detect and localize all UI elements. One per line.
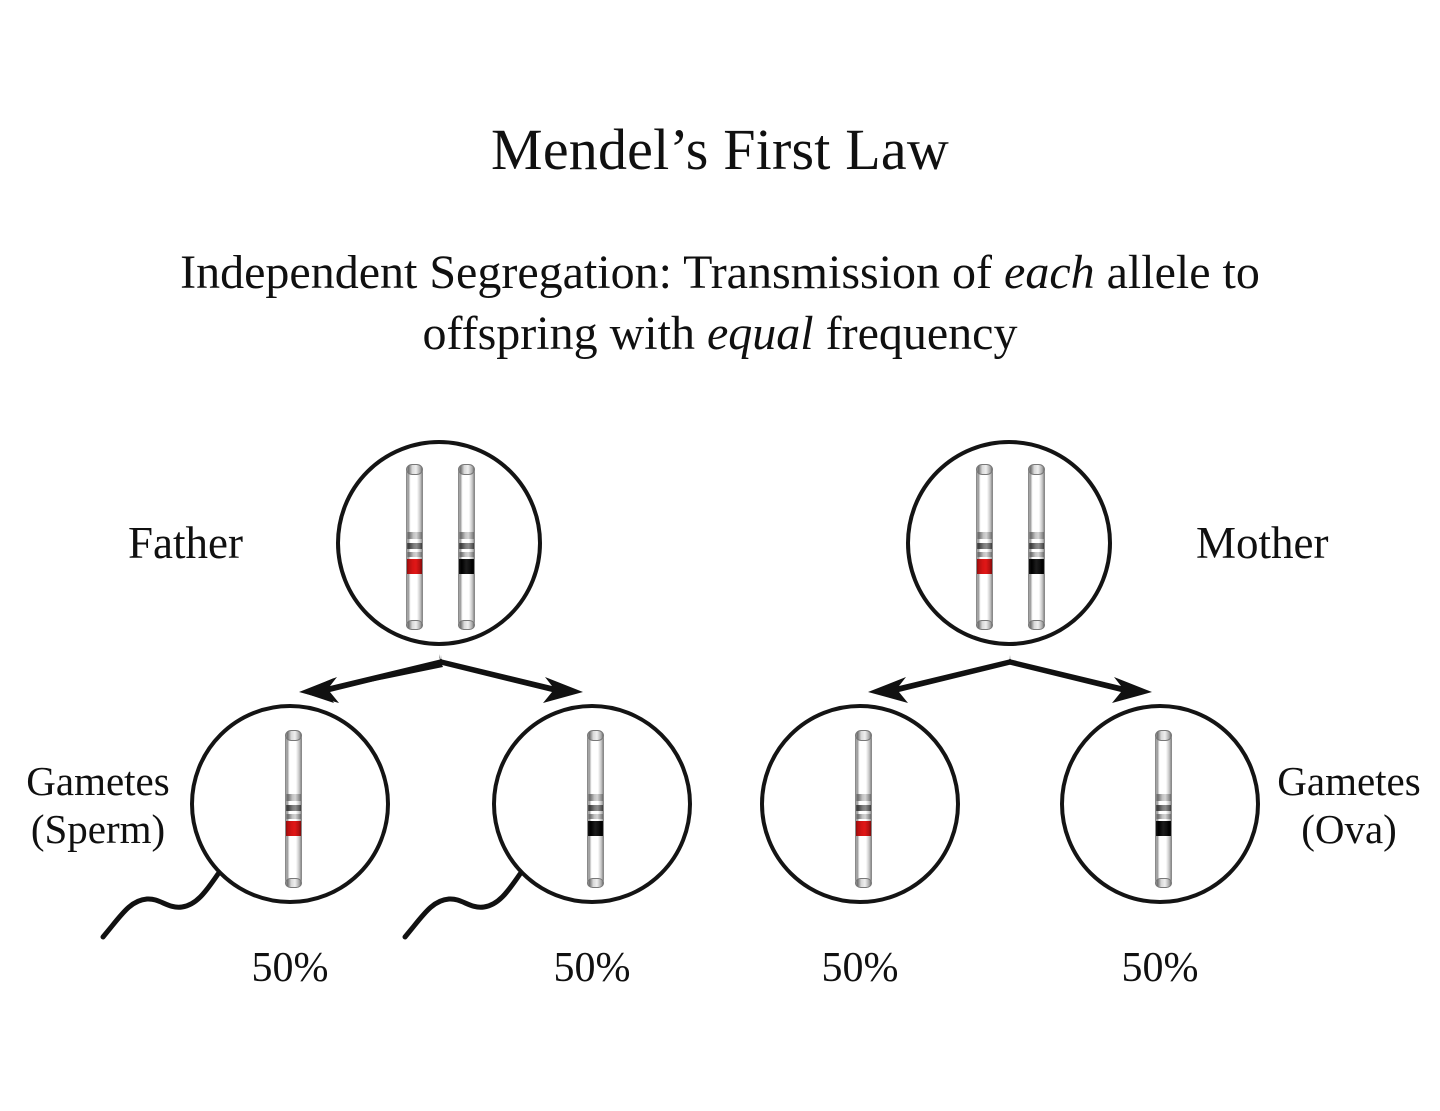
chromosome-band-grey	[977, 552, 992, 557]
allele-band-black	[1029, 559, 1044, 574]
percent-mother-gamete-right: 50%	[1121, 945, 1199, 991]
ova-gamete-red-circle	[760, 704, 960, 904]
telomere-cap-top-icon	[855, 730, 872, 741]
telomere-cap-bottom-icon	[285, 878, 302, 888]
chromosome-band-grey	[1156, 814, 1171, 819]
mother-cell-circle	[906, 440, 1112, 646]
father-chromosome-red-allele	[406, 464, 423, 630]
telomere-cap-top-icon	[587, 730, 604, 741]
chromosome-band-grey	[1029, 532, 1044, 539]
telomere-cap-top-icon	[1155, 730, 1172, 741]
chromosome-band-grey	[588, 814, 603, 819]
mother-chromosome-red-allele	[976, 464, 993, 630]
chromosome-band-grey	[856, 814, 871, 819]
telomere-cap-top-icon	[458, 464, 475, 475]
chromosome-band-grey	[1156, 794, 1171, 801]
arrow-mother-right-group	[1007, 655, 1152, 703]
sperm-tail-icon	[100, 871, 221, 940]
chromosome-band-dark	[1156, 805, 1171, 811]
percent-father-gamete-right: 50%	[553, 945, 631, 991]
telomere-cap-top-icon	[976, 464, 993, 475]
gametes-sperm-label: Gametes (Sperm)	[8, 758, 188, 853]
subtitle-part-1: Independent Segregation: Transmission of	[180, 246, 1005, 299]
subtitle-emphasis-equal: equal	[706, 307, 814, 361]
allele-band-red	[286, 821, 301, 836]
chromosome-band-dark	[588, 805, 603, 811]
arrow-father-right-group	[438, 655, 583, 703]
subtitle-part-2: allele to offspring with	[422, 246, 1260, 361]
chromosome-band-grey	[1029, 552, 1044, 557]
subtitle: Independent Segregation: Transmission of…	[110, 242, 1330, 365]
telomere-cap-bottom-icon	[458, 620, 475, 630]
chromosome-band-grey	[459, 532, 474, 539]
page-title: Mendel’s First Law	[491, 117, 949, 182]
allele-band-red	[407, 559, 422, 574]
subtitle-part-3: frequency	[813, 307, 1018, 361]
gametes-sperm-line-1: Gametes	[26, 758, 170, 804]
chromosome-band-dark	[1029, 543, 1044, 549]
telomere-cap-bottom-icon	[1028, 620, 1045, 630]
chromosome-band-grey	[856, 794, 871, 801]
chromosome-band-grey	[977, 532, 992, 539]
percent-father-gamete-left: 50%	[251, 945, 329, 991]
chromosome-band-dark	[407, 543, 422, 549]
chromosome-band-dark	[977, 543, 992, 549]
sperm-chromosome-black-allele	[587, 730, 604, 888]
chromosome-band-grey	[286, 814, 301, 819]
allele-band-black	[588, 821, 603, 836]
arrow-father-to-left-gamete	[301, 654, 443, 703]
chromosome-band-grey	[407, 552, 422, 557]
father-cell-circle	[336, 440, 542, 646]
gametes-ova-label: Gametes (Ova)	[1258, 758, 1440, 853]
allele-band-black	[459, 559, 474, 574]
allele-band-black	[1156, 821, 1171, 836]
telomere-cap-top-icon	[285, 730, 302, 741]
mother-label: Mother	[1196, 518, 1329, 568]
chromosome-band-dark	[459, 543, 474, 549]
ova-chromosome-red-allele	[855, 730, 872, 888]
chromosome-band-grey	[286, 794, 301, 801]
father-label: Father	[128, 518, 243, 568]
telomere-cap-bottom-icon	[976, 620, 993, 630]
chromosome-band-grey	[407, 532, 422, 539]
allele-band-red	[856, 821, 871, 836]
telomere-cap-top-icon	[406, 464, 423, 475]
sperm-chromosome-red-allele	[285, 730, 302, 888]
telomere-cap-top-icon	[1028, 464, 1045, 475]
telomere-cap-bottom-icon	[406, 620, 423, 630]
telomere-cap-bottom-icon	[587, 878, 604, 888]
mother-chromosome-black-allele	[1028, 464, 1045, 630]
sperm-gamete-black-circle	[492, 704, 692, 904]
subtitle-emphasis-each: each	[1004, 246, 1095, 299]
father-chromosome-black-allele	[458, 464, 475, 630]
chromosome-band-grey	[588, 794, 603, 801]
arrow-father-left-group	[299, 655, 444, 703]
chromosome-band-dark	[286, 805, 301, 811]
ova-gamete-black-circle	[1060, 704, 1260, 904]
chromosome-band-grey	[459, 552, 474, 557]
ova-chromosome-black-allele	[1155, 730, 1172, 888]
chromosome-band-dark	[856, 805, 871, 811]
telomere-cap-bottom-icon	[855, 878, 872, 888]
gametes-ova-line-2: (Ova)	[1301, 805, 1397, 852]
percent-mother-gamete-left: 50%	[821, 945, 899, 991]
gametes-sperm-line-2: (Sperm)	[30, 805, 166, 852]
allele-band-red	[977, 559, 992, 574]
telomere-cap-bottom-icon	[1155, 878, 1172, 888]
arrow-mother-left-group	[868, 655, 1013, 703]
gametes-ova-line-1: Gametes	[1277, 758, 1421, 804]
sperm-gamete-red-circle	[190, 704, 390, 904]
sperm-tail-icon	[402, 871, 523, 940]
